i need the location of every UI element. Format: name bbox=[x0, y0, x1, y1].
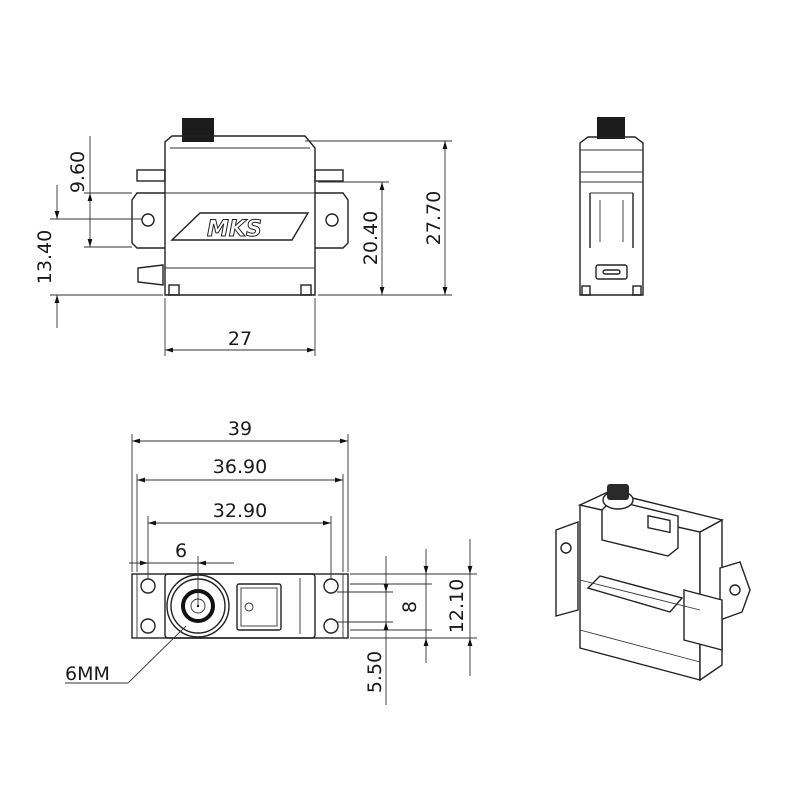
side-view bbox=[579, 117, 644, 296]
logo-text: MKS bbox=[207, 217, 262, 242]
dim-mount-hole-height: 13.40 bbox=[34, 230, 56, 284]
dim-height-total: 27.70 bbox=[423, 191, 445, 245]
mks-logo bbox=[170, 212, 310, 241]
front-view: MKS 27 27.70 20.40 9.60 13.40 bbox=[34, 118, 452, 356]
dim-ear-height: 9.60 bbox=[67, 151, 89, 193]
dim-hole-offset: 5.50 bbox=[364, 651, 386, 693]
servo-body bbox=[164, 135, 316, 296]
dim-hole-spacing: 32.90 bbox=[213, 500, 267, 522]
dim-width: 27 bbox=[228, 328, 252, 350]
dim-ear-outer: 36.90 bbox=[213, 456, 267, 478]
spline-label: 6MM bbox=[65, 663, 110, 685]
right-ear bbox=[315, 192, 349, 249]
isometric-view bbox=[555, 484, 751, 682]
dim-overall-length: 39 bbox=[228, 418, 252, 440]
output-spline bbox=[182, 118, 214, 142]
left-ear bbox=[131, 192, 165, 249]
top-view: 39 36.90 32.90 6 8 5.50 12.10 6MM bbox=[65, 418, 477, 705]
dim-slot-spacing: 8 bbox=[399, 601, 421, 613]
cable-exit bbox=[137, 264, 164, 286]
dim-width: 12.10 bbox=[446, 579, 468, 633]
dim-height-ears: 20.40 bbox=[360, 211, 382, 265]
dim-horn-offset: 6 bbox=[175, 540, 187, 562]
